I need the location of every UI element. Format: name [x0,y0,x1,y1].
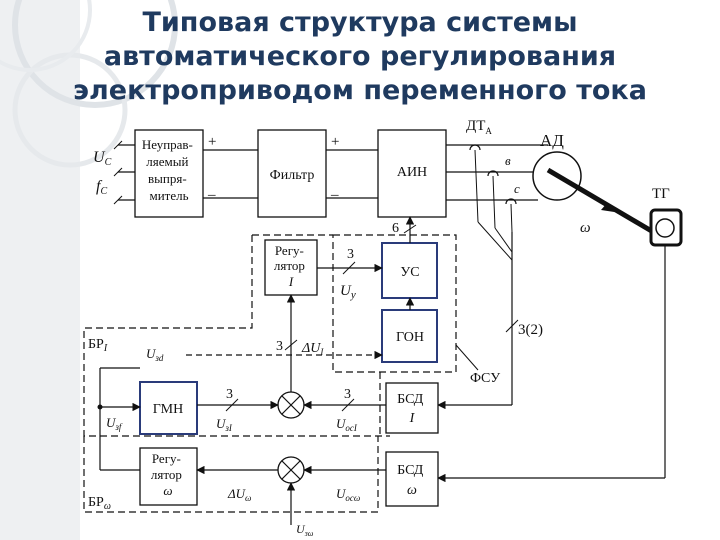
regulator-i-block [264,239,318,296]
decor-circle [12,0,178,108]
ain-label: АИН [397,165,427,180]
current-sensor-c [505,198,517,205]
bri-dashed-frame [83,234,390,437]
uzd-label: Uзd [146,346,164,363]
bus-6-label: 6 [392,221,399,236]
bus-3-label-a: 3 [347,247,354,262]
bsd-i-block [385,382,439,434]
bri-label: БРI [88,337,108,354]
brw-dashed-frame [83,436,379,513]
current-sensor-b [487,170,499,177]
ad-label: АД [540,131,564,150]
rectifier-label: Неуправ- ляемый выпря- митель [142,137,196,203]
us-block [381,242,438,299]
sensor-lead-a [474,149,479,223]
rotation-arrow-icon [601,203,621,213]
plus-sign: + [208,134,216,150]
current-sensor-a [469,144,481,151]
sensor-lead-c [510,203,513,233]
tg-label: ТГ [652,186,670,202]
delta-uw-label: ΔUω [227,486,251,503]
uzw-label: Uзω [296,522,314,538]
phase-b-label: в [505,153,511,168]
gon-block [381,309,438,363]
sensor-lead-b [492,175,496,229]
bus-3-label-c: 3 [344,387,351,402]
input-uc-label: UC [93,149,112,168]
motor-shaft [546,167,662,239]
plus-sign-2: + [331,134,339,150]
input-fc-label: fC [96,178,107,197]
fsu-dashed-frame [332,234,457,373]
regulator-w-block [139,447,198,506]
decor-circle [0,0,92,72]
uzf-label: Uзf [106,415,123,432]
gon-label: ГОН [396,330,424,345]
uosi-label: UосI [336,416,358,433]
minus-sign: _ [207,182,216,198]
dt-label: ДТА [466,118,492,136]
uy-label: Uу [340,283,356,301]
block-diagram: UC fC Неуправ- ляемый выпря- митель + _ … [83,118,683,538]
bsd-i-label: БСД I [397,392,427,426]
fsu-label: ФСУ [470,371,500,386]
fsu-pointer [455,344,479,371]
brw-label: БРω [88,495,111,512]
bsd-w-label: БСД ω [397,463,427,498]
uosw-label: Uосω [336,486,360,503]
phase-c-label: с [514,181,520,196]
regulator-i-label: Регу- лятор I [274,243,308,289]
filter-label: Фильтр [270,168,315,183]
filter-block [257,129,327,218]
rectifier-block [134,129,204,218]
minus-sign-2: _ [330,182,339,198]
input-terminals [113,140,135,205]
ain-block [377,129,447,218]
slide-title-line-1: Типовая структура системы [142,7,578,38]
bsd-w-block [385,451,439,507]
slide-title-line-2: автоматического регулирования [103,41,617,72]
left-decor-panel [0,0,80,540]
delta-ui-label: ΔUI [301,341,324,357]
uzi-label: UзI [216,416,233,433]
omega-label: ω [580,220,591,236]
regulator-w-label: Регу- лятор ω [151,451,185,498]
bus-3-label-b: 3 [276,339,283,354]
gmn-label: ГМН [153,402,183,417]
bus-3-2-label: 3(2) [518,322,543,338]
us-label: УС [400,265,419,280]
bus-3-label-d: 3 [226,387,233,402]
slide-title-line-3: электроприводом переменного тока [73,75,647,106]
